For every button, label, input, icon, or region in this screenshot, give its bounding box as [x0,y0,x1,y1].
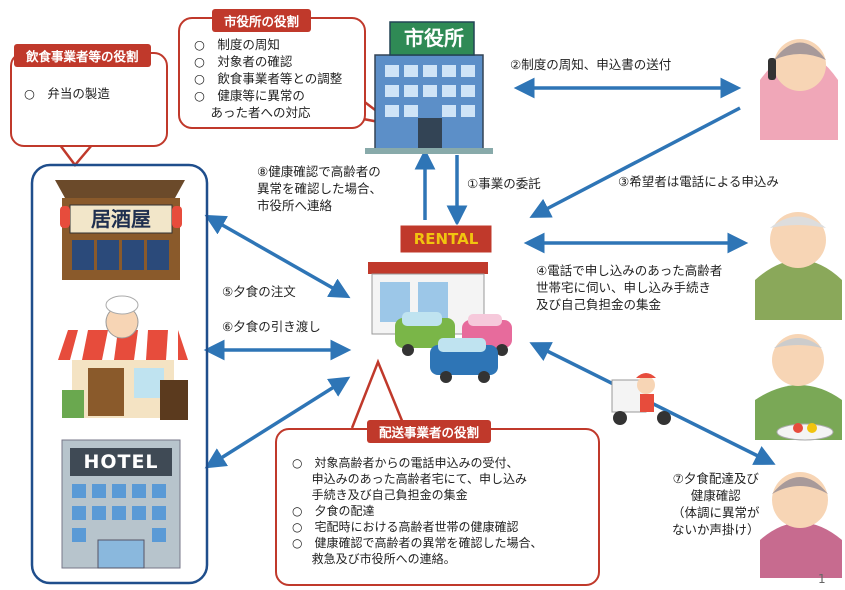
food-business-title: 飲食事業者等の役割 [14,44,151,67]
flow-label-2: ②制度の周知、申込書の送付 [510,57,672,72]
list-item: ○ 健康等に異常の あった者への対応 [194,88,311,120]
delivery-business-title: 配送事業者の役割 [367,420,492,443]
food-bubble-tail [59,144,93,168]
elderly-woman-phone-icon [760,39,838,140]
arrow-hotel [204,376,351,469]
arrow-izakaya [204,214,351,299]
hotel-sign: HOTEL [83,451,159,473]
delivery-business-list: ○ 対象高齢者からの電話申込みの受付、 申込みのあった高齢者宅にて、申し込み 手… [292,455,542,567]
parked-cars [395,312,512,383]
delivery-business-bubble [275,428,600,586]
food-business-list: ○ 弁当の製造 [24,85,110,102]
flow-label-1: ①事業の委託 [467,176,541,191]
rental-sign: RENTAL [413,230,479,248]
flow-label-7: ⑦夕食配達及び 健康確認 （体調に異常が ないか声掛け） [672,471,760,537]
arrow-f3 [529,106,741,218]
flow-label-6: ⑥夕食の引き渡し [222,319,321,334]
elderly-man-eating-icon [755,334,842,441]
city-hall-sign: 市役所 [404,26,464,50]
elderly-woman-worried-icon [760,472,842,578]
flow-label-3: ③希望者は電話による申込み [618,174,779,189]
list-item: ○ 対象者の確認 [194,54,293,69]
flow-label-4: ④電話で申し込みのあった高齢者 世帯宅に伺い、申し込み手続き 及び自己負担金の集… [536,263,723,312]
city-office-title: 市役所の役割 [212,9,312,32]
delivery-scooter-icon [611,373,671,425]
list-item: ○ 宅配時における高齢者世帯の健康確認 [292,520,519,534]
city-hall-icon [365,21,493,154]
flow-label-8: ⑧健康確認で高齢者の 異常を確認した場合、 市役所へ連絡 [257,164,383,213]
city-office-bubble [178,17,366,129]
bakery-icon [58,295,188,420]
page-number: 1 [818,572,826,586]
hotel-icon [61,439,181,569]
list-item: ○ 弁当の製造 [24,86,110,101]
shop-column-frame [30,163,209,585]
list-item: ○ 健康確認で高齢者の異常を確認した場合、 救急及び市役所への連絡。 [292,536,543,566]
list-item: ○ 対象高齢者からの電話申込みの受付、 申込みのあった高齢者宅にて、申し込み 手… [292,456,528,502]
elderly-man-icon [755,212,842,320]
flow-label-5: ⑤夕食の注文 [222,284,296,299]
list-item: ○ 飲食事業者等との調整 [194,71,343,86]
city-office-list: ○ 制度の周知 ○ 対象者の確認 ○ 飲食事業者等との調整 ○ 健康等に異常の … [194,36,342,121]
izakaya-icon [55,180,185,280]
izakaya-sign: 居酒屋 [91,207,151,231]
list-item: ○ 夕食の配達 [292,504,375,518]
list-item: ○ 制度の周知 [194,37,280,52]
delivery-bubble-tail [350,358,407,429]
